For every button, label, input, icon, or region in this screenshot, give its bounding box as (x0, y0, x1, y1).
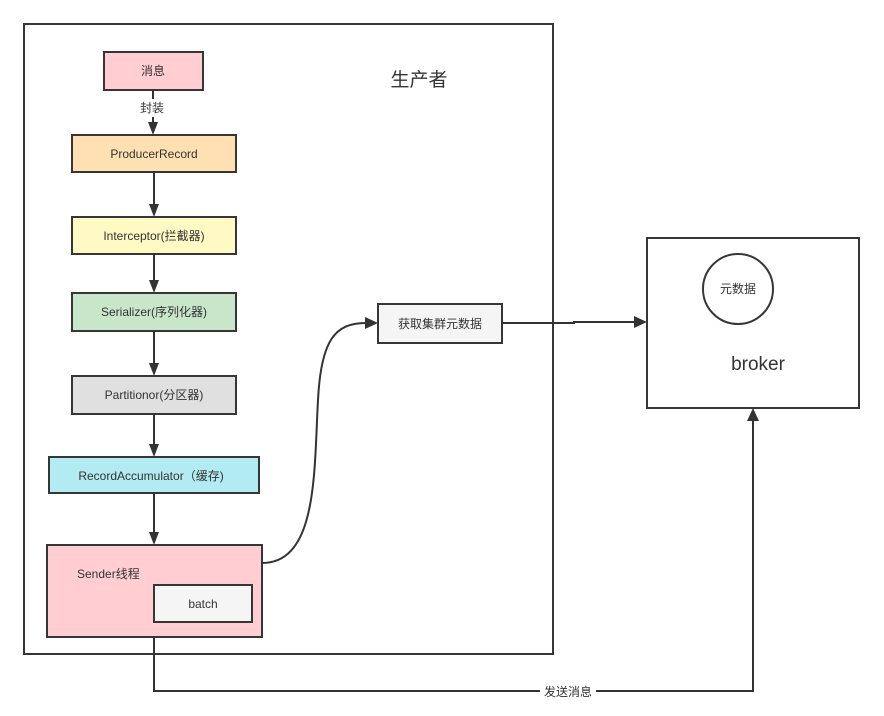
arrowhead-icon (149, 363, 159, 376)
node-metadata-label: 元数据 (720, 281, 756, 296)
producer-frame (23, 23, 554, 655)
arrowhead-icon (149, 204, 159, 217)
node-batch-label: batch (188, 597, 217, 611)
arrowhead-icon (365, 317, 378, 329)
arrowhead-icon (747, 408, 759, 421)
node-fetch-metadata[interactable] (377, 303, 503, 344)
arrowhead-icon (634, 316, 647, 328)
node-record-accumulator[interactable] (48, 456, 260, 494)
edge-sender-to-broker (153, 421, 754, 692)
node-metadata[interactable] (702, 253, 774, 325)
node-producer-record-label: ProducerRecord (110, 147, 197, 161)
edge-wrap-label: 封装 (140, 101, 164, 115)
edge-send-label: 发送消息 (544, 684, 592, 699)
edge-sender-to-fetch-metadata (261, 322, 367, 564)
node-batch[interactable] (153, 584, 253, 623)
arrowhead-icon (149, 280, 159, 293)
node-sender-label: Sender线程 (77, 566, 140, 581)
node-interceptor-label: Interceptor(拦截器) (103, 229, 204, 243)
node-serializer[interactable] (71, 292, 237, 332)
edge-send-label-bg (540, 684, 596, 699)
node-record-accumulator-label: RecordAccumulator（缓存) (78, 469, 223, 483)
node-broker-label: broker (731, 354, 786, 375)
producer-frame-title: 生产者 (390, 69, 447, 91)
node-message-label: 消息 (141, 63, 165, 78)
node-interceptor[interactable] (71, 216, 237, 255)
edge-fetch-metadata-to-broker (502, 321, 635, 324)
arrowhead-icon (149, 444, 159, 457)
node-serializer-label: Serializer(序列化器) (101, 304, 207, 319)
node-partitioner-label: Partitionor(分区器) (105, 388, 204, 402)
node-producer-record[interactable] (71, 134, 237, 173)
node-partitioner[interactable] (71, 375, 237, 415)
arrowhead-icon (148, 122, 158, 135)
node-fetch-metadata-label: 获取集群元数据 (398, 316, 482, 331)
arrowhead-icon (149, 532, 159, 545)
